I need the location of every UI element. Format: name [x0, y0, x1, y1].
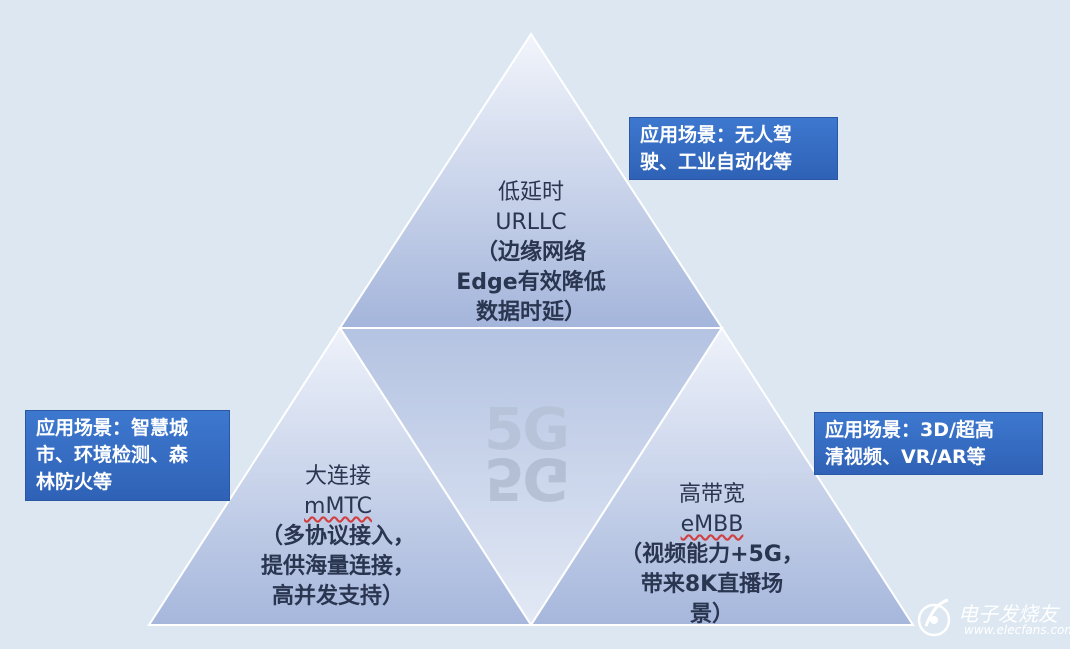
watermark-url: www.elecfans.com [964, 623, 1070, 637]
watermark-cn: 电子发烧友 [958, 602, 1058, 626]
callout-right-line-2: 清视频、VR/AR等 [825, 446, 986, 468]
5g-logo-text: 5G [484, 395, 570, 463]
right-desc-1: （视频能力+5G， [620, 542, 804, 567]
left-desc-2: 提供海量连接， [260, 554, 415, 579]
5g-logo: 5G 5G [484, 395, 584, 513]
right-triangle-text: 高带宽 eMBB （视频能力+5G， 带来8K直播场 景） [612, 480, 812, 630]
left-subtitle: mMTC [304, 494, 372, 519]
5g-logo-reflection: 5G [484, 445, 568, 513]
top-triangle [338, 32, 724, 329]
left-desc-3: 高并发支持） [271, 584, 404, 609]
right-triangle [529, 326, 915, 626]
callout-top-line-2: 驶、工业自动化等 [640, 151, 793, 173]
right-title: 高带宽 [678, 482, 745, 507]
elecfans-watermark: 电子发烧友 www.elecfans.com [914, 596, 1070, 644]
callout-mmtc-scenarios: 应用场景：智慧城 市、环境检测、森 林防火等 [25, 410, 230, 501]
callout-left-line-1: 应用场景：智慧城 [36, 417, 189, 439]
callout-urllc-scenarios: 应用场景：无人驾 驶、工业自动化等 [629, 117, 838, 180]
left-triangle [147, 326, 533, 626]
left-desc-1: （多协议接入， [260, 524, 415, 549]
left-triangle-text: 大连接 mMTC （多协议接入， 提供海量连接， 高并发支持） [238, 462, 438, 612]
callout-right-line-1: 应用场景：3D/超高 [825, 419, 994, 441]
top-desc-2: Edge有效降低 [456, 270, 606, 295]
elecfans-logo-icon [917, 598, 951, 637]
top-desc-1: （边缘网络 [475, 240, 586, 265]
callout-left-line-3: 林防火等 [36, 471, 113, 493]
callout-left-line-2: 市、环境检测、森 [36, 444, 189, 466]
callout-top-line-1: 应用场景：无人驾 [640, 124, 793, 146]
right-subtitle: eMBB [680, 512, 744, 537]
top-triangle-text: 低延时 URLLC （边缘网络 Edge有效降低 数据时延） [431, 178, 631, 328]
top-subtitle: URLLC [495, 210, 567, 235]
top-desc-3: 数据时延） [475, 300, 586, 325]
left-title: 大连接 [304, 464, 371, 489]
callout-embb-scenarios: 应用场景：3D/超高 清视频、VR/AR等 [814, 412, 1043, 475]
right-desc-3: 景） [689, 602, 734, 627]
top-title: 低延时 [497, 180, 564, 205]
right-desc-2: 带来8K直播场 [640, 572, 784, 597]
